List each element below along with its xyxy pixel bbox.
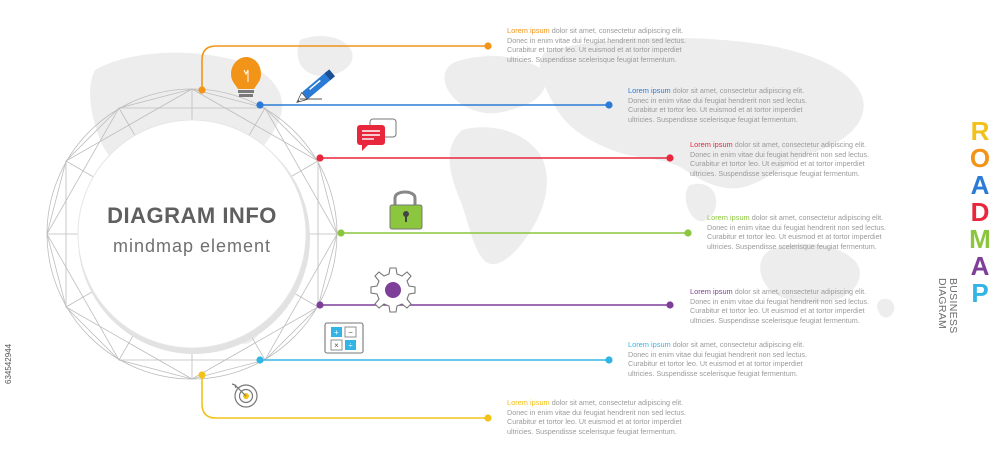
text-block-1: Lorem ipsum dolor sit amet, consectetur … [507, 26, 732, 64]
text-block-4: Lorem ipsum dolor sit amet, consectetur … [707, 213, 932, 251]
text-block-body: dolor sit amet, consectetur adipiscing e… [707, 213, 886, 251]
connector-start-dot-1 [198, 86, 206, 94]
text-block-lead: Lorem ipsum [690, 140, 733, 149]
text-block-2: Lorem ipsum dolor sit amet, consectetur … [628, 86, 853, 124]
connector-end-dot-2 [605, 101, 613, 109]
lightbulb-icon [231, 57, 261, 97]
chat-icon [357, 118, 397, 151]
svg-text:−: − [348, 328, 353, 337]
text-block-body: dolor sit amet, consectetur adipiscing e… [690, 287, 869, 325]
connector-start-dot-7 [198, 371, 206, 379]
connector-end-dot-6 [605, 356, 613, 364]
connector-end-dot-1 [484, 42, 492, 50]
text-block-body: dolor sit amet, consectetur adipiscing e… [507, 398, 686, 436]
text-block-lead: Lorem ipsum [507, 26, 550, 35]
connector-3 [316, 154, 674, 162]
roadmap-letter: A [970, 251, 990, 281]
center-subtitle: mindmap element [112, 236, 272, 256]
connector-7 [198, 371, 492, 422]
text-block-body: dolor sit amet, consectetur adipiscing e… [507, 26, 686, 64]
connector-start-dot-3 [316, 154, 324, 162]
connector-line-1 [201, 45, 488, 90]
roadmap-letter: P [971, 278, 989, 308]
target-icon [231, 383, 258, 408]
connector-5 [316, 301, 674, 309]
connector-start-dot-2 [256, 101, 264, 109]
roadmap-letter: O [969, 143, 991, 173]
connector-start-dot-4 [337, 229, 345, 237]
text-block-6: Lorem ipsum dolor sit amet, consectetur … [628, 340, 853, 378]
roadmap-letter: A [970, 170, 990, 200]
text-block-lead: Lorem ipsum [707, 213, 750, 222]
text-block-body: dolor sit amet, consectetur adipiscing e… [690, 140, 869, 178]
svg-text:×: × [334, 341, 339, 350]
text-block-7: Lorem ipsum dolor sit amet, consectetur … [507, 398, 732, 436]
connector-6 [256, 356, 613, 364]
text-block-lead: Lorem ipsum [628, 86, 671, 95]
text-block-3: Lorem ipsum dolor sit amet, consectetur … [690, 140, 915, 178]
connector-start-dot-6 [256, 356, 264, 364]
business-label: BUSINESS [947, 278, 959, 334]
connector-4 [337, 229, 692, 237]
connector-1 [198, 42, 492, 94]
text-block-lead: Lorem ipsum [628, 340, 671, 349]
diagram-label: DIAGRAM [936, 278, 948, 330]
connector-line-7 [201, 375, 488, 419]
roadmap-letter: D [970, 197, 990, 227]
text-block-5: Lorem ipsum dolor sit amet, consectetur … [690, 287, 915, 325]
connector-end-dot-4 [684, 229, 692, 237]
svg-text:÷: ÷ [348, 341, 353, 350]
center-disc [77, 119, 307, 349]
text-block-lead: Lorem ipsum [690, 287, 733, 296]
connector-2 [256, 101, 613, 109]
roadmap-letter: R [970, 116, 990, 146]
text-block-lead: Lorem ipsum [507, 398, 550, 407]
text-block-body: dolor sit amet, consectetur adipiscing e… [628, 340, 807, 378]
center-title: DIAGRAM INFO [107, 203, 277, 228]
connector-end-dot-5 [666, 301, 674, 309]
connector-end-dot-7 [484, 414, 492, 422]
stock-id: 634542944 [4, 343, 13, 384]
svg-text:+: + [334, 328, 339, 337]
gear-icon [370, 267, 416, 313]
padlock-icon [389, 190, 423, 230]
pen-icon [296, 69, 336, 104]
connector-start-dot-5 [316, 301, 324, 309]
roadmap-letter: M [969, 224, 991, 254]
text-block-body: dolor sit amet, consectetur adipiscing e… [628, 86, 807, 124]
connector-end-dot-3 [666, 154, 674, 162]
connectors-layer [198, 42, 692, 422]
calculator-icon: + − × ÷ [324, 322, 364, 354]
